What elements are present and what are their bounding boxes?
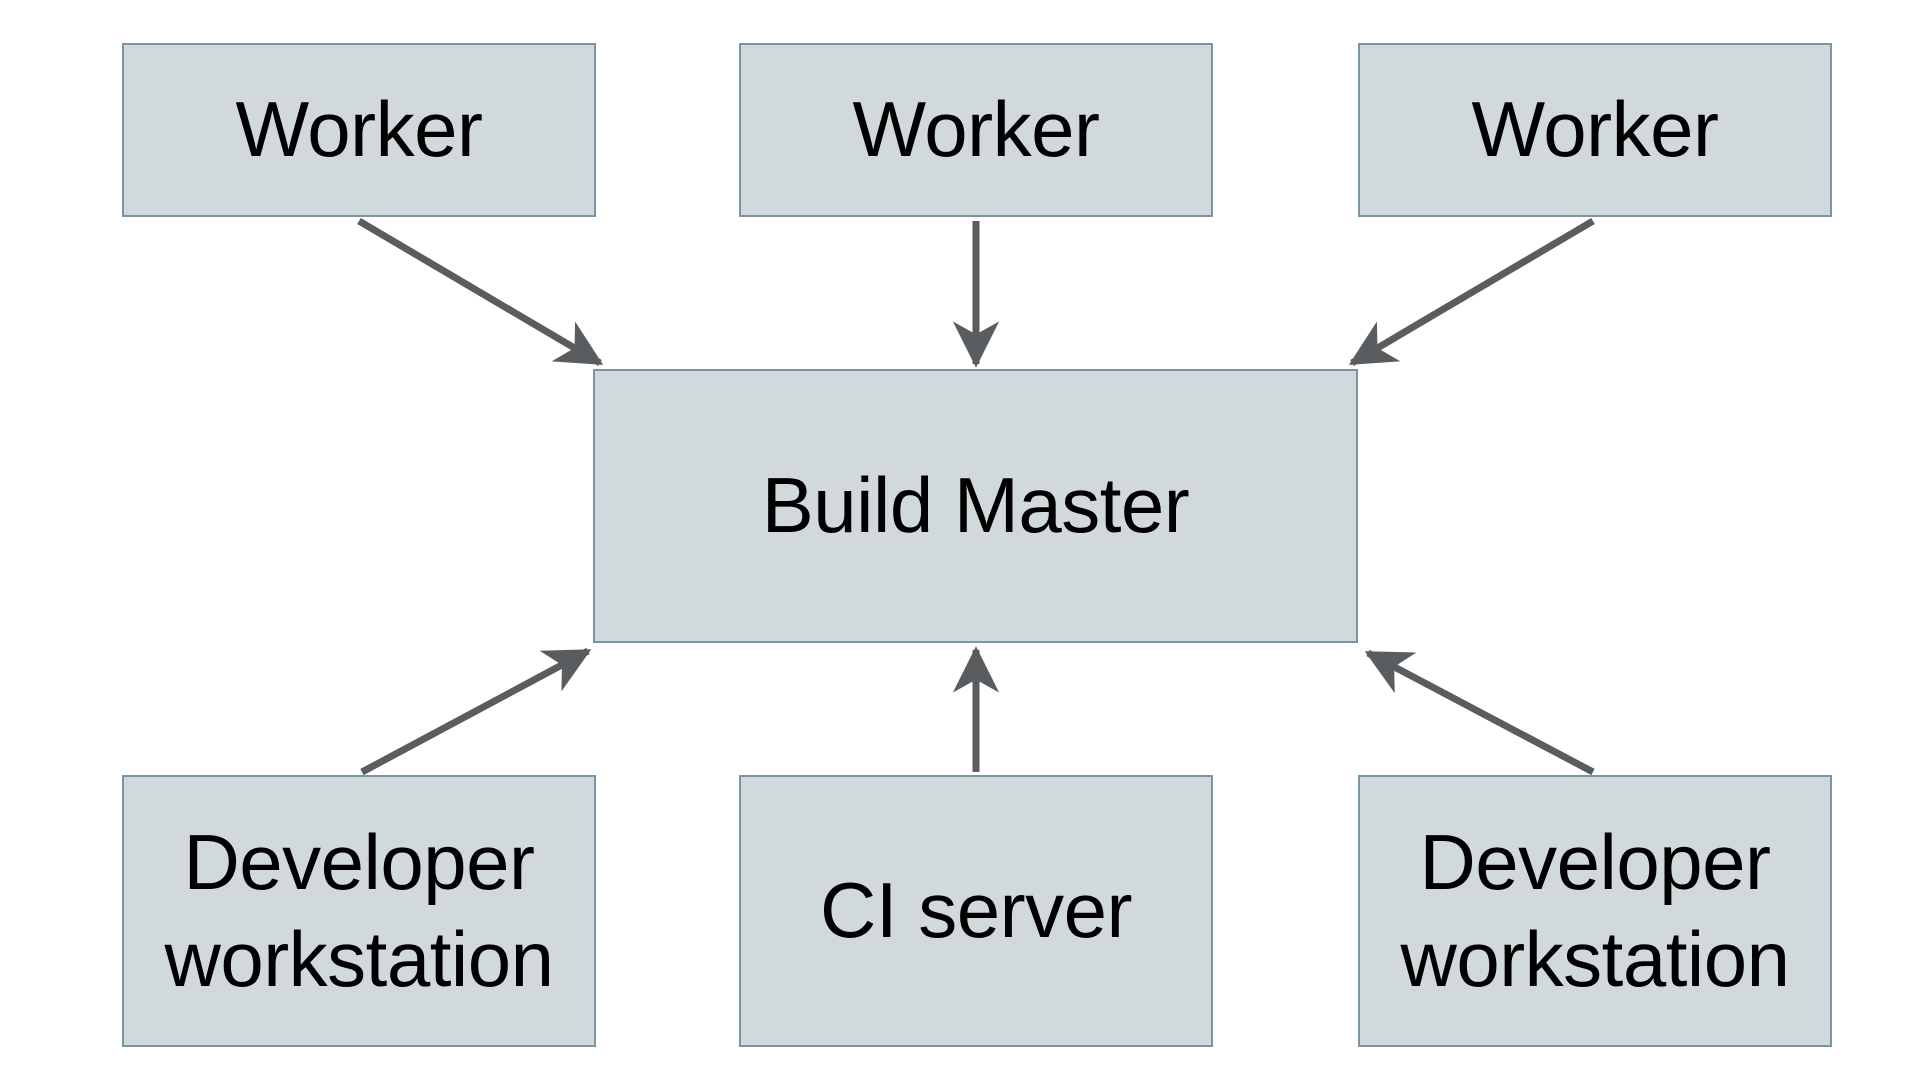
node-ci-server-label: CI server: [820, 866, 1132, 955]
node-developer-workstation-left: Developer workstation: [122, 775, 596, 1047]
edge-worker-3-to-build-master-arrow: [1348, 217, 1595, 367]
node-worker-2: Worker: [739, 43, 1213, 217]
node-worker-2-label: Worker: [852, 85, 1100, 174]
node-worker-1-label: Worker: [235, 85, 483, 174]
edge-developer-workstation-right-to-build-master-arrow: [1364, 649, 1595, 776]
node-developer-workstation-left-label: Developer workstation: [164, 817, 555, 1004]
node-build-master: Build Master: [593, 369, 1358, 643]
edge-worker-1-to-build-master-arrow: [357, 217, 604, 367]
node-ci-server: CI server: [739, 775, 1213, 1047]
edge-developer-workstation-left-to-build-master-arrow: [360, 647, 592, 776]
node-developer-workstation-right-label: Developer workstation: [1400, 817, 1791, 1004]
node-build-master-label: Build Master: [761, 461, 1190, 550]
node-developer-workstation-right: Developer workstation: [1358, 775, 1832, 1047]
node-worker-3: Worker: [1358, 43, 1832, 217]
node-worker-1: Worker: [122, 43, 596, 217]
node-worker-3-label: Worker: [1471, 85, 1719, 174]
